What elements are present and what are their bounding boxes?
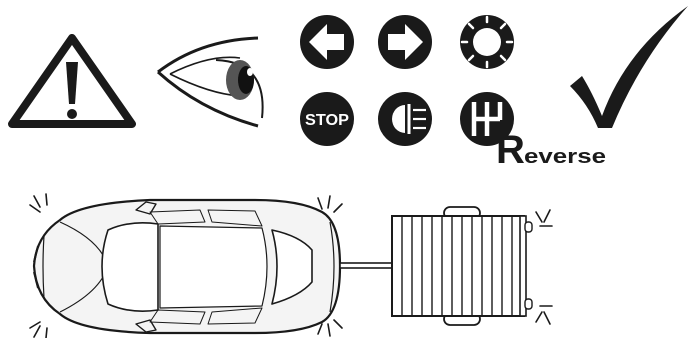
trailer-light-rays	[536, 210, 552, 324]
reverse-label-initial: R	[496, 128, 525, 172]
eye-icon	[158, 38, 263, 126]
reverse-label-rest: everse	[524, 146, 606, 168]
left-turn-arrow-icon	[300, 15, 354, 69]
reverse-gear-icon: R everse	[460, 92, 606, 172]
stop-lamp-icon: STOP	[300, 92, 354, 146]
tow-bar	[340, 263, 392, 268]
car-top-view	[34, 200, 340, 333]
warning-triangle-icon	[12, 38, 132, 124]
side-lights-icon	[460, 15, 514, 69]
trailer-top-view	[392, 207, 532, 325]
rear-fog-lamp-icon	[378, 92, 432, 146]
check-mark-icon	[570, 6, 688, 128]
right-turn-arrow-icon	[378, 15, 432, 69]
stop-label: STOP	[305, 112, 349, 129]
